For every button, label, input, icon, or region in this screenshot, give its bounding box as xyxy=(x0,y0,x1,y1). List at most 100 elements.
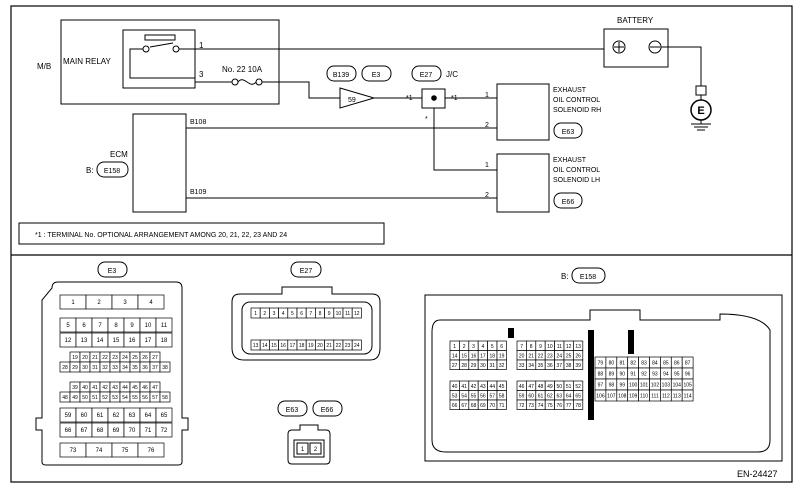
e3-pin-60-label: 60 xyxy=(81,413,88,419)
e3-connector-housing xyxy=(35,281,189,466)
ground-label: E xyxy=(697,105,704,117)
e158-pin-16-label: 16 xyxy=(471,353,477,359)
connector-e66-badge xyxy=(553,192,583,209)
e3-pin-4-label: 4 xyxy=(149,300,153,306)
e158-pin-54-label: 54 xyxy=(461,393,467,399)
e158-pin-112-label: 112 xyxy=(662,394,670,400)
e3-pin-21-label: 21 xyxy=(92,355,98,361)
e158-pin-101-label: 101 xyxy=(640,383,649,389)
e158-pin-18-label: 18 xyxy=(490,353,496,359)
e3-pin-65-label: 65 xyxy=(161,413,168,419)
e158-pin-96-label: 96 xyxy=(685,372,691,378)
e3-pin-51-label: 51 xyxy=(92,395,98,401)
e158-pin-84-label: 84 xyxy=(652,361,658,367)
e3-pin-74-label: 74 xyxy=(96,448,103,454)
e158-pin-32 xyxy=(496,359,507,370)
e27-pin-11-label: 11 xyxy=(345,311,350,317)
e63-view-title: E63 xyxy=(286,407,299,414)
e158-pin-66-label: 66 xyxy=(452,403,458,409)
e27-pin-20-label: 20 xyxy=(317,343,323,349)
e27-pin-3-label: 3 xyxy=(273,311,276,317)
e27-pin-12 xyxy=(351,307,362,319)
e3-pin-39-label: 39 xyxy=(72,385,78,391)
e3-pin-45-label: 45 xyxy=(132,385,138,391)
solenoid-lh-line3: SOLENOID LH xyxy=(553,177,600,184)
connector-e158-label: E158 xyxy=(104,168,120,175)
e3-pin-66-label: 66 xyxy=(65,428,72,434)
e158-pin-42-label: 42 xyxy=(471,384,477,390)
e3-view-badge xyxy=(97,261,128,278)
e27-pin-14-label: 14 xyxy=(262,343,268,349)
e158-pin-39 xyxy=(573,359,584,370)
e158-pin-113-label: 113 xyxy=(673,394,681,400)
e3-pin-20-label: 20 xyxy=(82,355,88,361)
e158-view-title: E158 xyxy=(580,274,596,281)
solenoid-lh-box xyxy=(496,153,550,213)
e158-pin-1-label: 1 xyxy=(453,344,456,350)
e3-pin-63-label: 63 xyxy=(129,413,136,419)
jc-star: * xyxy=(425,116,428,123)
e3-view-title: E3 xyxy=(108,268,117,275)
e27-pin-8-label: 8 xyxy=(319,311,322,317)
e158-pin-56-label: 56 xyxy=(480,393,486,399)
e158-pin-99-label: 99 xyxy=(619,383,625,389)
e27-pin-6-label: 6 xyxy=(300,311,303,317)
e158-pin-76-label: 76 xyxy=(557,403,563,409)
e3-pin-11 xyxy=(155,317,173,333)
e158-pin-12-label: 12 xyxy=(566,344,572,350)
e158-pin-114 xyxy=(681,389,694,402)
e3-pin-8-label: 8 xyxy=(114,323,118,329)
e3-pin-38 xyxy=(159,361,171,373)
solenoid-lh-pin-2: 2 xyxy=(485,192,489,199)
e158-pin-107-label: 107 xyxy=(607,394,616,400)
e158-pin-91-label: 91 xyxy=(630,372,636,378)
e3-pin-47-label: 47 xyxy=(152,385,158,391)
e158-pin-22-label: 22 xyxy=(538,353,544,359)
e27-pin-4-label: 4 xyxy=(282,311,285,317)
e158-pin-79-label: 79 xyxy=(598,361,604,367)
ground-terminal xyxy=(695,85,707,96)
e3-pin-15-label: 15 xyxy=(113,338,120,344)
e3-pin-18-label: 18 xyxy=(161,338,168,344)
e158-pin-82-label: 82 xyxy=(630,361,636,367)
e3-pin-76-label: 76 xyxy=(148,448,155,454)
e158-pin-5-label: 5 xyxy=(491,344,494,350)
e158-pin-29-label: 29 xyxy=(471,363,477,369)
e3-pin-75-label: 75 xyxy=(122,448,129,454)
splice-arrow-icon xyxy=(339,87,376,109)
e3-pin-62-label: 62 xyxy=(113,413,120,419)
e3-pin-30-label: 30 xyxy=(82,365,88,371)
e66-view-badge xyxy=(312,400,343,417)
e3-pin-61-label: 61 xyxy=(97,413,104,419)
e158-pin-13-label: 13 xyxy=(575,344,581,350)
e3-pin-36-label: 36 xyxy=(142,365,148,371)
e158-pin-15-label: 15 xyxy=(461,353,467,359)
svg-text:1: 1 xyxy=(301,447,305,453)
e158-pin-21-label: 21 xyxy=(528,353,534,359)
e158-pin-17-label: 17 xyxy=(480,353,486,359)
e158-pin-95-label: 95 xyxy=(674,372,680,378)
e3-pin-70-label: 70 xyxy=(129,428,136,434)
e3-pin-32-label: 32 xyxy=(102,365,108,371)
e3-pin-72-label: 72 xyxy=(161,428,168,434)
e158-pin-68-label: 68 xyxy=(471,403,477,409)
junction-dot xyxy=(431,95,437,101)
e3-pin-11-label: 11 xyxy=(161,323,168,329)
ground-wire xyxy=(661,46,702,86)
e3-pin-76 xyxy=(137,442,165,458)
e3-pin-59-label: 59 xyxy=(65,413,72,419)
e63-pin-2 xyxy=(309,442,322,455)
e27-pin-7-label: 7 xyxy=(309,311,312,317)
e3-pin-59: 59 xyxy=(348,97,356,104)
e3-pin-72 xyxy=(155,422,173,438)
e3-pin-43-label: 43 xyxy=(112,385,118,391)
connector-e63-badge xyxy=(553,122,583,139)
e158-pin-27-label: 27 xyxy=(452,363,458,369)
jc-star1-left: *1 xyxy=(406,95,413,102)
e158-pin-40-label: 40 xyxy=(452,384,458,390)
e158-pin-33-label: 33 xyxy=(519,363,525,369)
e3-pin-46-label: 46 xyxy=(142,385,148,391)
e3-pin-65 xyxy=(155,407,173,423)
